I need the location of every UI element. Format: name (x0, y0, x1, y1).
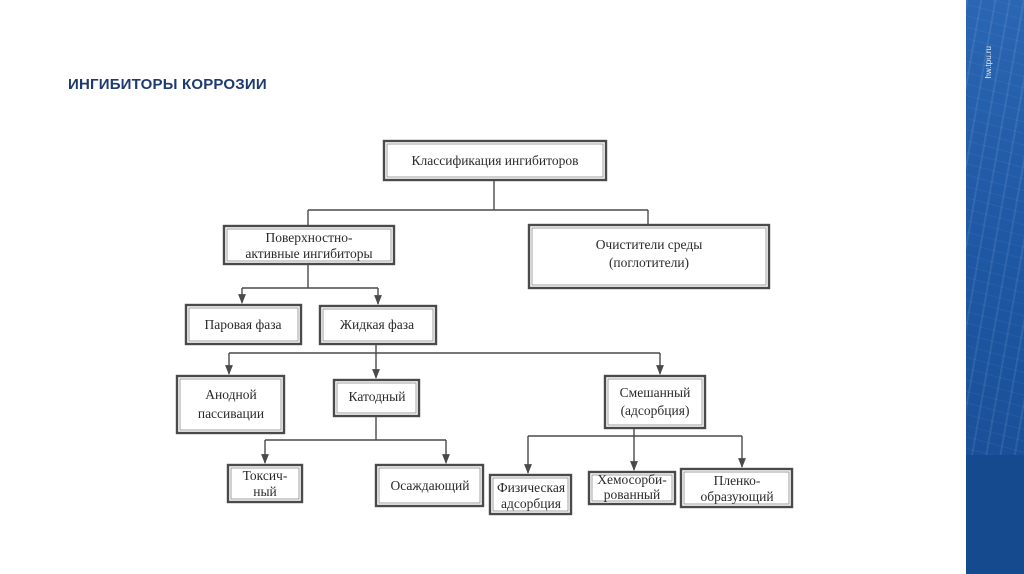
site-label: hw.tpu.ru (984, 46, 993, 79)
node-mixed-line2: (адсорбция) (621, 403, 690, 418)
side-band-bottom (966, 455, 1024, 574)
node-film-forming: Пленко- образующий (679, 467, 794, 509)
node-film-forming-line2: образующий (700, 489, 773, 504)
node-toxic: Токсич- ный (226, 463, 304, 504)
node-chemisorbed-line2: рованный (604, 487, 660, 502)
node-toxic-line2: ный (253, 484, 277, 499)
node-physical-adsorption-line2: адсорбция (501, 496, 561, 511)
node-vapor-phase-label: Паровая фаза (204, 317, 281, 332)
node-cleaners-line2: (поглотители) (609, 255, 689, 270)
node-surfactants-line1: Поверхностно- (266, 230, 353, 245)
slide-title: ИНГИБИТОРЫ КОРРОЗИИ (68, 76, 267, 93)
node-chemisorbed: Хемосорби- рованный (587, 470, 677, 506)
side-decor-band: hw.tpu.ru (966, 0, 1024, 574)
connectors (225, 180, 746, 474)
node-anodic: Анодной пассивации (175, 374, 286, 435)
node-toxic-line1: Токсич- (243, 468, 288, 483)
node-physical-adsorption: Физическая адсорбция (488, 473, 573, 516)
node-cathodic-label: Катодный (349, 389, 406, 404)
node-precipitating: Осаждающий (374, 463, 485, 508)
node-cathodic: Катодный (332, 378, 421, 418)
node-physical-adsorption-line1: Физическая (497, 480, 565, 495)
node-liquid-phase-label: Жидкая фаза (340, 317, 414, 332)
node-root-label: Классификация ингибиторов (412, 153, 579, 168)
node-vapor-phase: Паровая фаза (184, 303, 303, 346)
node-surfactants-line2: активные ингибиторы (245, 246, 372, 261)
node-cleaners: Очистители среды (поглотители) (527, 223, 771, 290)
node-root: Классификация ингибиторов (382, 139, 608, 182)
node-liquid-phase: Жидкая фаза (318, 304, 438, 346)
classification-diagram: Классификация ингибиторов Поверхностно- … (175, 139, 794, 516)
node-surfactants: Поверхностно- активные ингибиторы (222, 224, 396, 266)
node-mixed: Смешанный (адсорбция) (603, 374, 707, 430)
node-cleaners-line1: Очистители среды (596, 237, 703, 252)
node-mixed-line1: Смешанный (620, 385, 691, 400)
node-anodic-line2: пассивации (198, 406, 264, 421)
node-film-forming-line1: Пленко- (714, 473, 761, 488)
node-precipitating-label: Осаждающий (390, 478, 469, 493)
node-anodic-line1: Анодной (205, 387, 256, 402)
node-chemisorbed-line1: Хемосорби- (597, 472, 667, 487)
